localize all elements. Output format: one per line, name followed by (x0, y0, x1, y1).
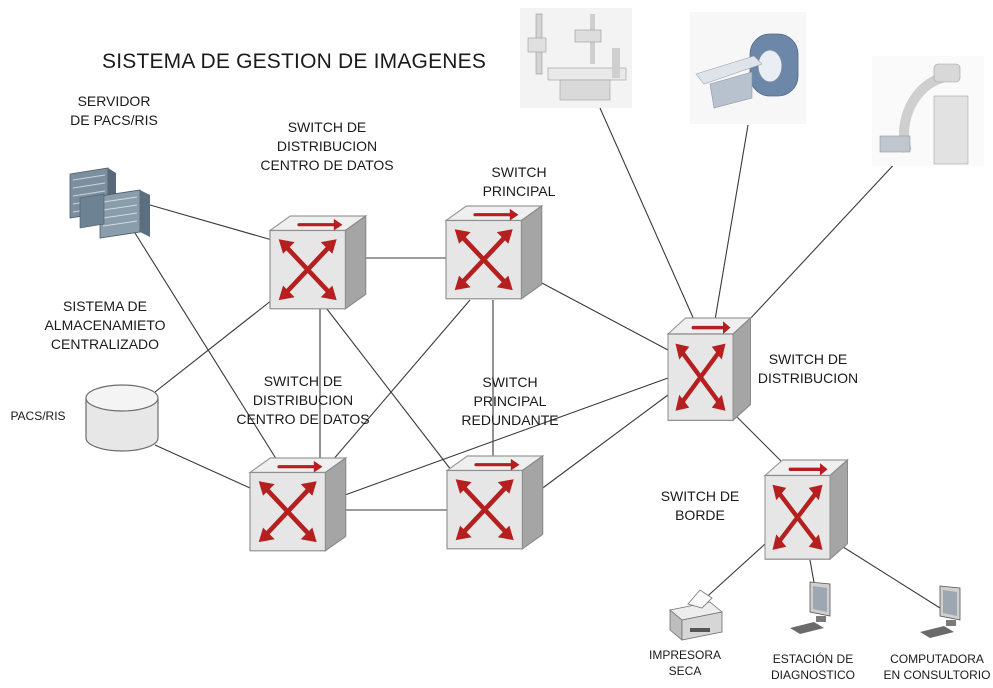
label-estacion: ESTACIÓN DE DIAGNOSTICO (770, 652, 856, 682)
xray-machine-icon (520, 8, 632, 108)
diagram-title: SISTEMA DE GESTION DE IMAGENES (102, 50, 487, 73)
c-arm-icon (872, 56, 984, 166)
label-servidor: SERVIDOR DE PACS/RIS (70, 93, 158, 128)
switch-icon (765, 460, 848, 559)
server-icon (69, 167, 150, 239)
label-sw-principal: SWITCH PRINCIPAL (482, 164, 556, 199)
label-sw-distribucion: SWITCH DE DISTRIBUCION (757, 351, 859, 386)
switch-icon (668, 318, 751, 420)
monitor-icon (790, 581, 831, 634)
ct-scanner-icon (690, 12, 806, 124)
database-icon (85, 384, 159, 452)
printer-icon (669, 589, 723, 641)
label-almacenamiento: SISTEMA DE ALMACENAMIETO CENTRALIZADO (44, 298, 166, 352)
label-sw-dist-dc-bottom: SWITCH DE DISTRIBUCION CENTRO DE DATOS (236, 373, 370, 427)
label-pacs: PACS/RIS (10, 409, 66, 423)
switch-icon (270, 216, 366, 309)
label-sw-dist-dc-top: SWITCH DE DISTRIBUCION CENTRO DE DATOS (260, 119, 394, 173)
connections (129, 107, 941, 609)
switch-icon (250, 458, 346, 551)
monitor-icon (920, 585, 961, 638)
switch-icon (447, 456, 543, 549)
label-impresora: IMPRESORA SECA (648, 648, 722, 678)
label-sw-principal-red: SWITCH PRINCIPAL REDUNDANTE (461, 374, 559, 428)
switch-icon (446, 206, 542, 299)
label-computadora: COMPUTADORA EN CONSULTORIO (883, 652, 991, 682)
label-sw-borde: SWITCH DE BORDE (660, 488, 740, 523)
